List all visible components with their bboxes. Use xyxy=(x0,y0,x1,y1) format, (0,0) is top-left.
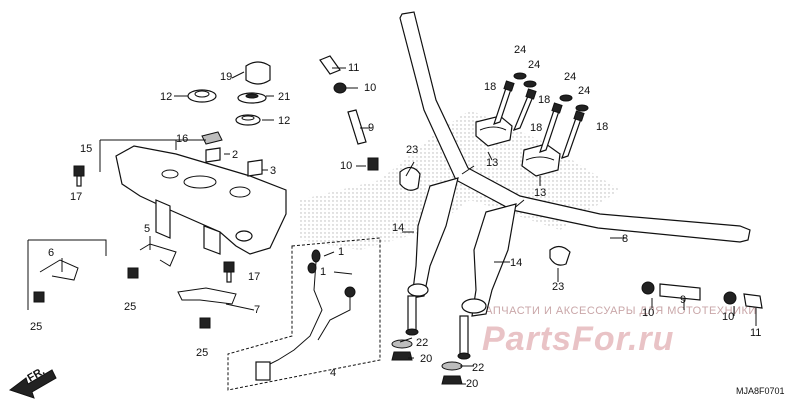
part-label-24: 24 xyxy=(578,85,590,97)
part-label-11: 11 xyxy=(348,62,359,74)
part-label-8: 8 xyxy=(622,233,628,245)
part-label-17: 17 xyxy=(248,271,260,283)
wire-harness xyxy=(255,249,356,381)
part-label-10: 10 xyxy=(642,307,654,319)
part-label-18: 18 xyxy=(484,81,496,93)
part-label-4: 4 xyxy=(330,367,336,379)
part-label-22: 22 xyxy=(472,362,484,374)
watermark-logo: PartsFor.ru xyxy=(482,320,674,358)
part-label-19: 19 xyxy=(220,71,232,83)
part-label-5: 5 xyxy=(144,223,150,235)
part-label-12: 12 xyxy=(160,91,172,103)
part-label-16: 16 xyxy=(176,133,188,145)
part-label-11: 11 xyxy=(750,327,761,339)
part-label-10: 10 xyxy=(364,82,376,94)
front-arrow: FR. xyxy=(8,365,57,399)
part-label-10: 10 xyxy=(722,311,734,323)
part-label-14: 14 xyxy=(392,222,404,234)
fork-tube-right xyxy=(457,203,517,360)
part-label-7: 7 xyxy=(254,304,260,316)
part-label-9: 9 xyxy=(680,294,686,306)
part-label-2: 2 xyxy=(232,149,238,161)
part-label-15: 15 xyxy=(80,143,92,155)
part-label-6: 6 xyxy=(48,247,54,259)
part-label-13: 13 xyxy=(534,187,546,199)
part-label-25: 25 xyxy=(196,347,208,359)
part-label-22: 22 xyxy=(416,337,428,349)
top-bridge-parts xyxy=(187,61,271,177)
part-label-24: 24 xyxy=(528,59,540,71)
diagram-code: MJA8F0701 xyxy=(736,386,785,396)
fork-tube-left xyxy=(405,177,459,336)
part-label-1: 1 xyxy=(320,266,326,278)
part-label-10: 10 xyxy=(340,160,352,172)
part-label-23: 23 xyxy=(406,144,418,156)
mounting-hardware xyxy=(33,165,237,329)
fork-nuts xyxy=(391,339,463,385)
holder-bolts xyxy=(493,80,585,159)
leader-lines xyxy=(61,67,757,385)
washers xyxy=(513,72,589,112)
part-label-24: 24 xyxy=(564,71,576,83)
part-label-18: 18 xyxy=(538,94,550,106)
part-label-17: 17 xyxy=(70,191,82,203)
part-label-1: 1 xyxy=(338,246,344,258)
cable-parts-lower xyxy=(641,281,763,309)
top-bridge xyxy=(115,145,287,255)
cable-parts-upper xyxy=(319,55,379,171)
part-label-13: 13 xyxy=(486,157,498,169)
part-label-24: 24 xyxy=(514,44,526,56)
part-label-20: 20 xyxy=(420,353,432,365)
part-label-20: 20 xyxy=(466,378,478,390)
part-label-23: 23 xyxy=(552,281,564,293)
part-label-9: 9 xyxy=(368,122,374,134)
part-label-18: 18 xyxy=(596,121,608,133)
part-label-25: 25 xyxy=(30,321,42,333)
watermark: ЗАПЧАСТИ И АКСЕССУАРЫ ДЛЯ МОТОТЕХНИКИ Pa… xyxy=(478,305,757,358)
part-label-18: 18 xyxy=(530,122,542,134)
part-label-3: 3 xyxy=(270,165,276,177)
part-label-14: 14 xyxy=(510,257,522,269)
clamps xyxy=(399,166,571,266)
part-label-21: 21 xyxy=(278,91,290,103)
handlebar xyxy=(399,11,751,243)
part-label-25: 25 xyxy=(124,301,136,313)
part-label-12: 12 xyxy=(278,115,290,127)
group-outlines xyxy=(27,237,381,391)
watermark-caption: ЗАПЧАСТИ И АКСЕССУАРЫ ДЛЯ МОТОТЕХНИКИ xyxy=(478,305,757,317)
